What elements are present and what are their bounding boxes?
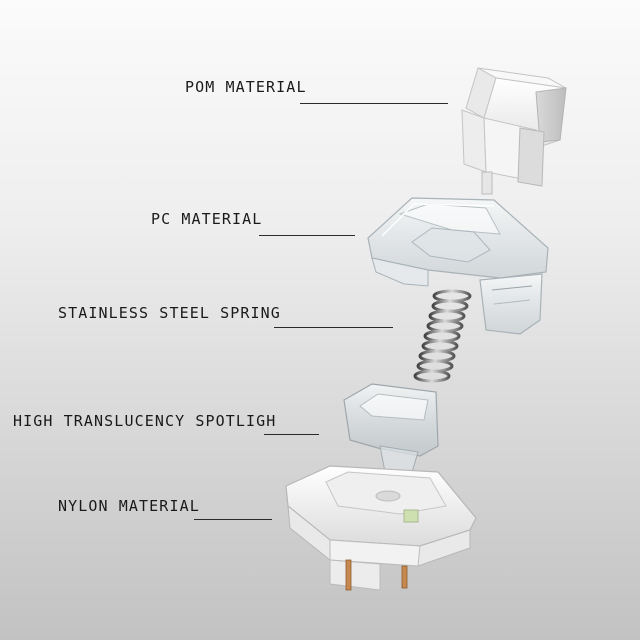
pom-stem xyxy=(461,67,567,195)
pc-top-housing xyxy=(367,197,549,335)
leader-pc xyxy=(259,235,355,236)
label-pc-material: PC MATERIAL xyxy=(151,210,263,228)
leader-spring xyxy=(274,327,393,328)
label-pom-material: POM MATERIAL xyxy=(185,78,307,96)
leader-pom xyxy=(300,103,448,104)
label-stainless-steel-spring: STAINLESS STEEL SPRING xyxy=(58,304,281,322)
nylon-bottom-housing xyxy=(285,465,477,591)
label-high-translucency-spotlight: HIGH TRANSLUCENCY SPOTLIGH xyxy=(13,412,277,430)
label-nylon-material: NYLON MATERIAL xyxy=(58,497,200,515)
stainless-steel-spring xyxy=(413,289,472,383)
leader-nylon xyxy=(194,519,272,520)
leader-light xyxy=(264,434,319,435)
